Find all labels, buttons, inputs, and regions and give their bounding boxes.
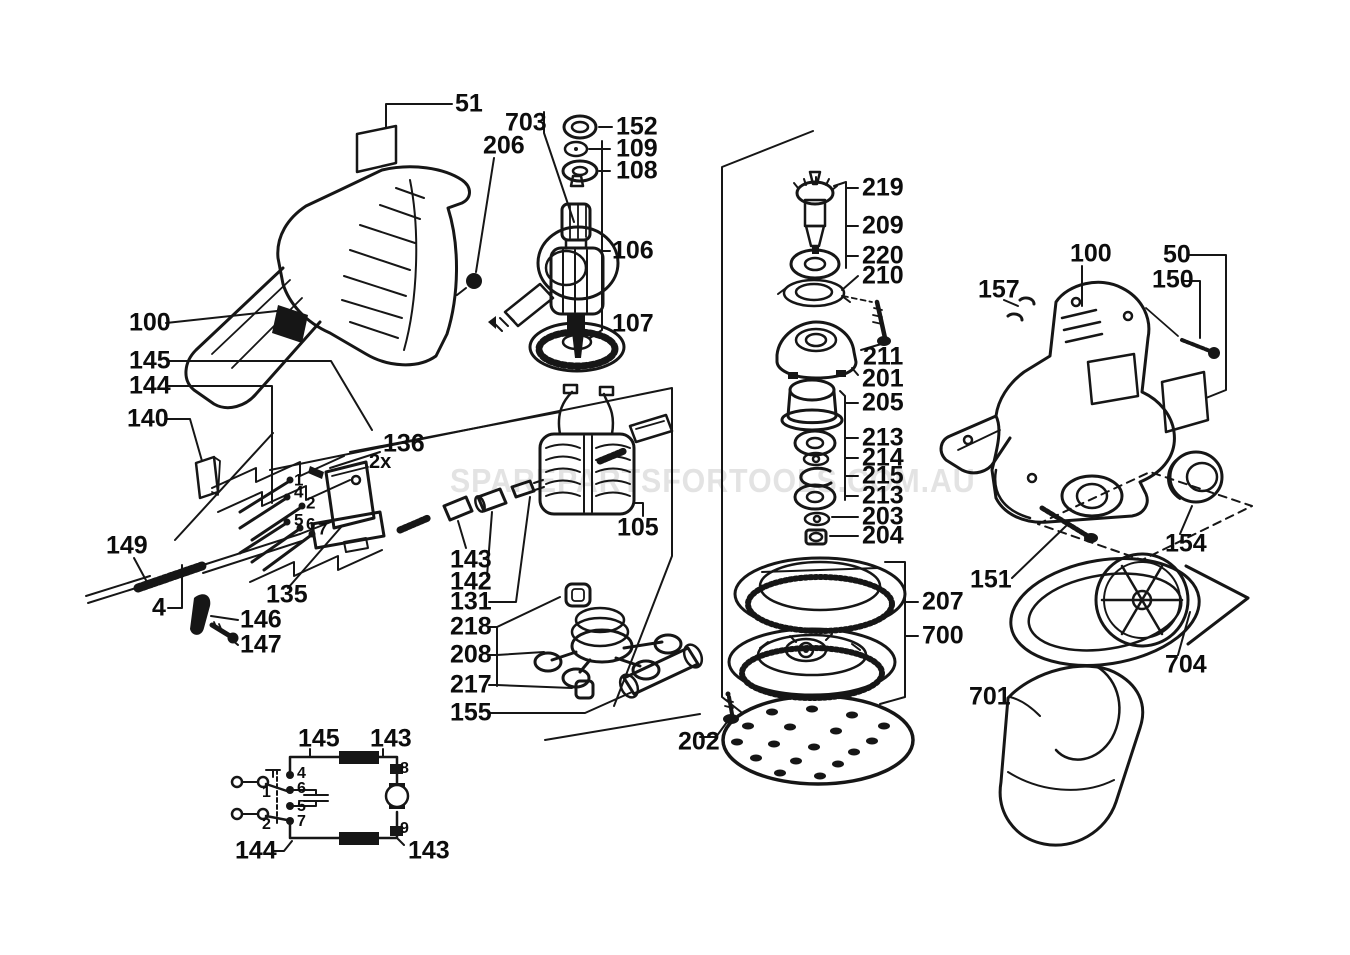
part-label-143-60: 143 — [408, 836, 450, 865]
part-label-217-30: 217 — [450, 670, 492, 699]
pad-group — [721, 556, 915, 786]
part-label-1-61: 1 — [262, 784, 271, 801]
part-label-205-39: 205 — [862, 388, 904, 417]
part-label-2-16: 2 — [306, 493, 316, 513]
part-label-701-56: 701 — [969, 682, 1011, 711]
part-label-107-7: 107 — [612, 309, 654, 338]
part-label-109-4: 109 — [616, 134, 658, 163]
part-label-204-45: 204 — [862, 521, 904, 550]
part-label-700-47: 700 — [922, 621, 964, 650]
part-label-9-68: 9 — [400, 820, 409, 837]
part-label-143-25: 143 — [450, 545, 492, 574]
part-label-157-49: 157 — [978, 275, 1020, 304]
part-label-105-32: 105 — [617, 513, 659, 542]
part-label-146-23: 146 — [240, 605, 282, 634]
part-label-215-42: 215 — [862, 461, 904, 490]
part-label-135-22: 135 — [266, 580, 308, 609]
part-label-4-63: 4 — [297, 765, 306, 782]
part-label-220-35: 220 — [862, 241, 904, 270]
part-label-100-8: 100 — [129, 308, 171, 337]
suppressor-parts — [396, 479, 545, 534]
part-label-50-51: 50 — [1163, 240, 1191, 269]
part-label-143-58: 143 — [370, 724, 412, 753]
part-label-1-14: 1 — [294, 470, 304, 490]
part-label-203-44: 203 — [862, 502, 904, 531]
part-label-149-20: 149 — [106, 531, 148, 560]
spindle-column — [775, 170, 891, 546]
part-label-704-55: 704 — [1165, 650, 1207, 679]
part-label-145-57: 145 — [298, 724, 340, 753]
part-label-202-48: 202 — [678, 727, 720, 756]
part-label-2-62: 2 — [262, 816, 271, 833]
part-label-6-64: 6 — [297, 780, 306, 797]
part-label-5-65: 5 — [297, 798, 306, 815]
motor-mount-group — [533, 582, 704, 700]
part-label-151-53: 151 — [970, 565, 1012, 594]
watermark: SPAREPARTSFORTOOLS.COM.AU — [450, 462, 976, 499]
part-label-100-50: 100 — [1070, 239, 1112, 268]
part-label-7-19: 7 — [318, 519, 328, 539]
part-label-140-11: 140 — [127, 404, 169, 433]
part-label-213-43: 213 — [862, 481, 904, 510]
part-label-144-10: 144 — [129, 371, 171, 400]
part-label-142-26: 142 — [450, 567, 492, 596]
part-label-219-33: 219 — [862, 173, 904, 202]
part-label-213-40: 213 — [862, 423, 904, 452]
part-label-209-34: 209 — [862, 211, 904, 240]
part-label-136-12: 136 — [383, 429, 425, 458]
part-label-131-27: 131 — [450, 587, 492, 616]
part-label-211-37: 211 — [863, 342, 904, 371]
part-label-214-41: 214 — [862, 443, 904, 472]
switch-assembly — [308, 460, 386, 553]
part-label-4-15: 4 — [294, 482, 304, 502]
part-label-108-5: 108 — [616, 156, 658, 185]
armature-stack — [528, 114, 626, 373]
dust-extraction-group — [998, 552, 1250, 847]
part-label-210-36: 210 — [862, 261, 904, 290]
part-label-207-46: 207 — [922, 587, 964, 616]
part-label-208-29: 208 — [450, 640, 492, 669]
part-label-218-28: 218 — [450, 612, 492, 641]
part-label-145-9: 145 — [129, 346, 171, 375]
part-label-4-21: 4 — [152, 593, 166, 622]
part-label-8-67: 8 — [400, 760, 409, 777]
wiring-schematic — [230, 748, 410, 852]
part-label-2x-13: 2x — [369, 451, 392, 473]
part-label-144-59: 144 — [235, 836, 277, 865]
pad-holes — [731, 705, 890, 780]
terminal-panel — [174, 411, 561, 583]
part-label-106-6: 106 — [612, 236, 654, 265]
part-label-152-3: 152 — [616, 112, 658, 141]
part-label-150-52: 150 — [1152, 265, 1194, 294]
sander-body-right — [939, 280, 1224, 543]
part-label-5-17: 5 — [294, 510, 304, 530]
part-label-201-38: 201 — [862, 364, 904, 393]
part-label-51-0: 51 — [455, 89, 483, 118]
part-label-154-54: 154 — [1165, 529, 1207, 558]
field-coil — [538, 383, 674, 516]
part-label-7-66: 7 — [297, 813, 306, 830]
part-label-206-2: 206 — [483, 131, 525, 160]
motor-housing-left — [184, 124, 471, 410]
part-label-147-24: 147 — [240, 630, 282, 659]
part-label-6-18: 6 — [306, 514, 316, 534]
part-label-703-1: 703 — [505, 108, 547, 137]
part-label-155-31: 155 — [450, 698, 492, 727]
leader-lines — [133, 103, 1227, 738]
